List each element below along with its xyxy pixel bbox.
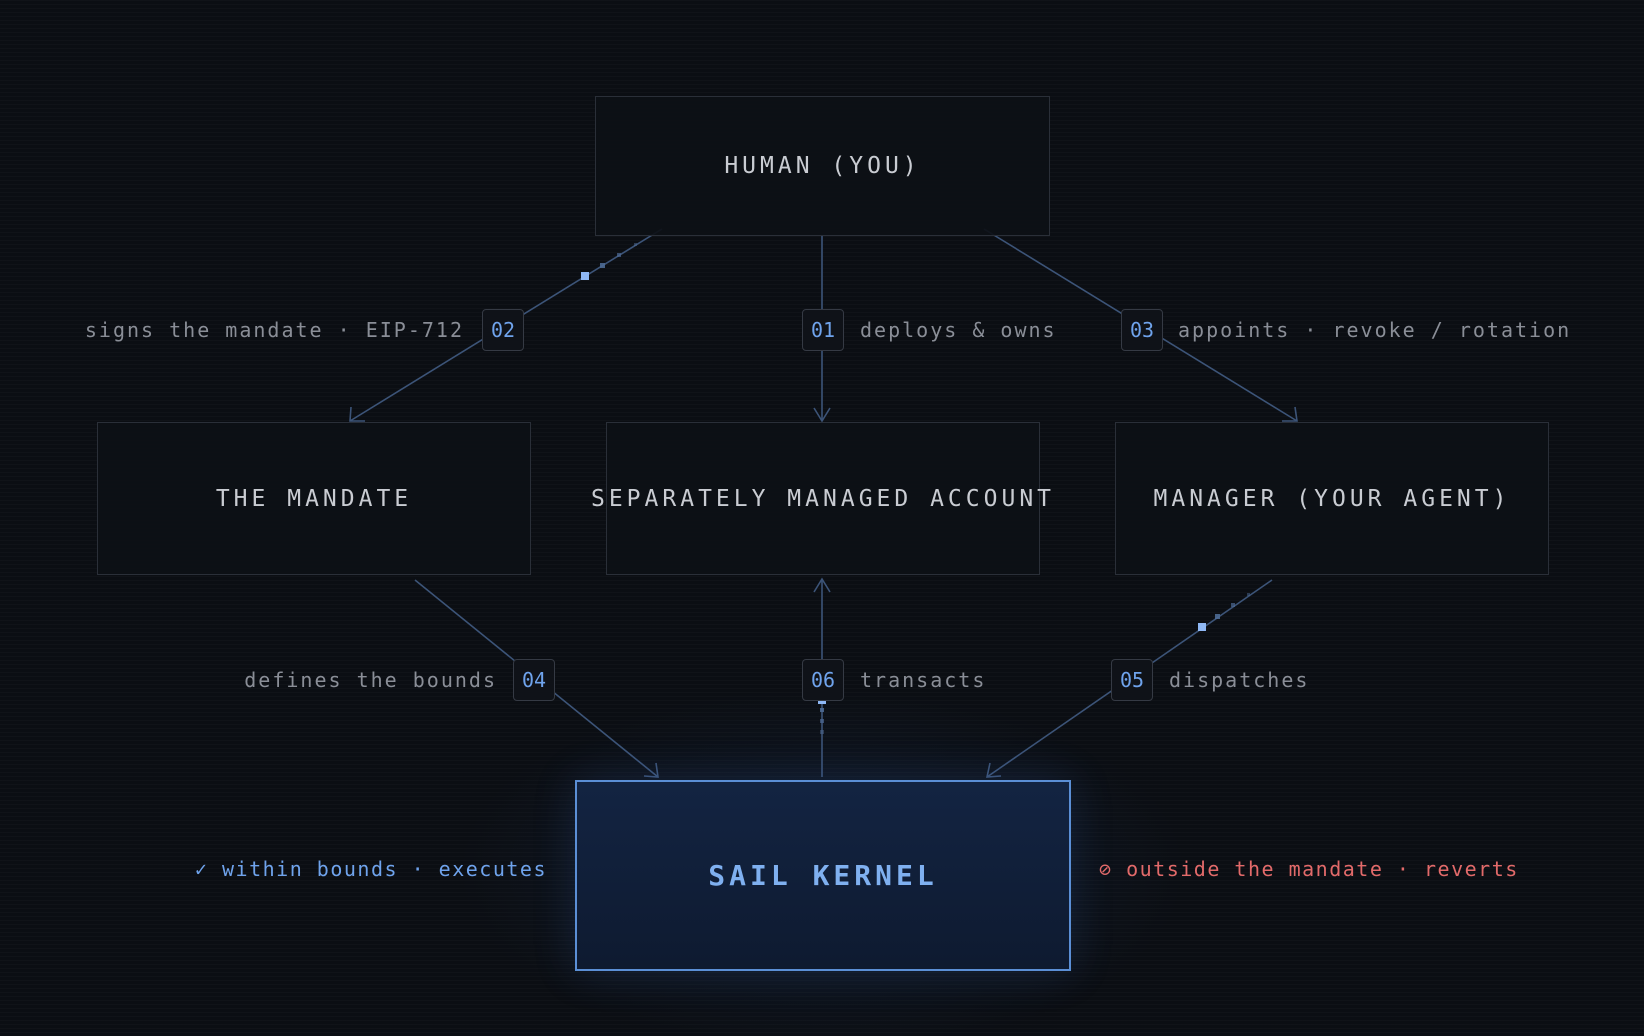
edge-label-06: transacts — [860, 668, 987, 692]
edge-label-02: signs the mandate · EIP-712 — [84, 318, 464, 342]
edge-label-05: dispatches — [1169, 668, 1310, 692]
node-sma: SEPARATELY MANAGED ACCOUNT — [591, 422, 1051, 575]
node-mandate-label: THE MANDATE — [215, 485, 413, 512]
edge-02-arrowhead — [349, 406, 365, 422]
node-manager: MANAGER (YOUR AGENT) — [1115, 422, 1549, 575]
node-manager-label: MANAGER (YOUR AGENT) — [1153, 485, 1511, 512]
step-badge-04: 04 — [513, 659, 555, 701]
node-sma-label: SEPARATELY MANAGED ACCOUNT — [590, 485, 1056, 512]
step-badge-05: 05 — [1111, 659, 1153, 701]
packet-trail-06 — [818, 699, 826, 734]
edge-03-arrowhead — [1282, 406, 1298, 422]
node-human-label: HUMAN (YOU) — [724, 153, 921, 179]
outcome-within-bounds: ✓ within bounds · executes — [194, 857, 547, 881]
node-human: HUMAN (YOU) — [595, 96, 1050, 236]
node-mandate: THE MANDATE — [97, 422, 531, 575]
packet-trail-05 — [1198, 593, 1250, 631]
edge-label-03: appoints · revoke / rotation — [1178, 318, 1572, 342]
step-badge-03: 03 — [1121, 309, 1163, 351]
step-badge-06: 06 — [802, 659, 844, 701]
node-kernel: SAIL KERNEL — [575, 780, 1071, 971]
packet-trail-02 — [581, 243, 637, 280]
node-kernel-label: SAIL KERNEL — [708, 859, 938, 892]
step-badge-01: 01 — [802, 309, 844, 351]
edge-label-01: deploys & owns — [860, 318, 1057, 342]
edge-05-arrowhead — [985, 762, 1002, 778]
outcome-outside-mandate: ⊘ outside the mandate · reverts — [1099, 857, 1519, 881]
edge-label-04: defines the bounds — [244, 668, 497, 692]
edge-04-arrowhead — [643, 762, 659, 778]
step-badge-02: 02 — [482, 309, 524, 351]
edge-01-arrowhead — [813, 407, 831, 423]
edge-06-arrowhead — [813, 577, 831, 593]
